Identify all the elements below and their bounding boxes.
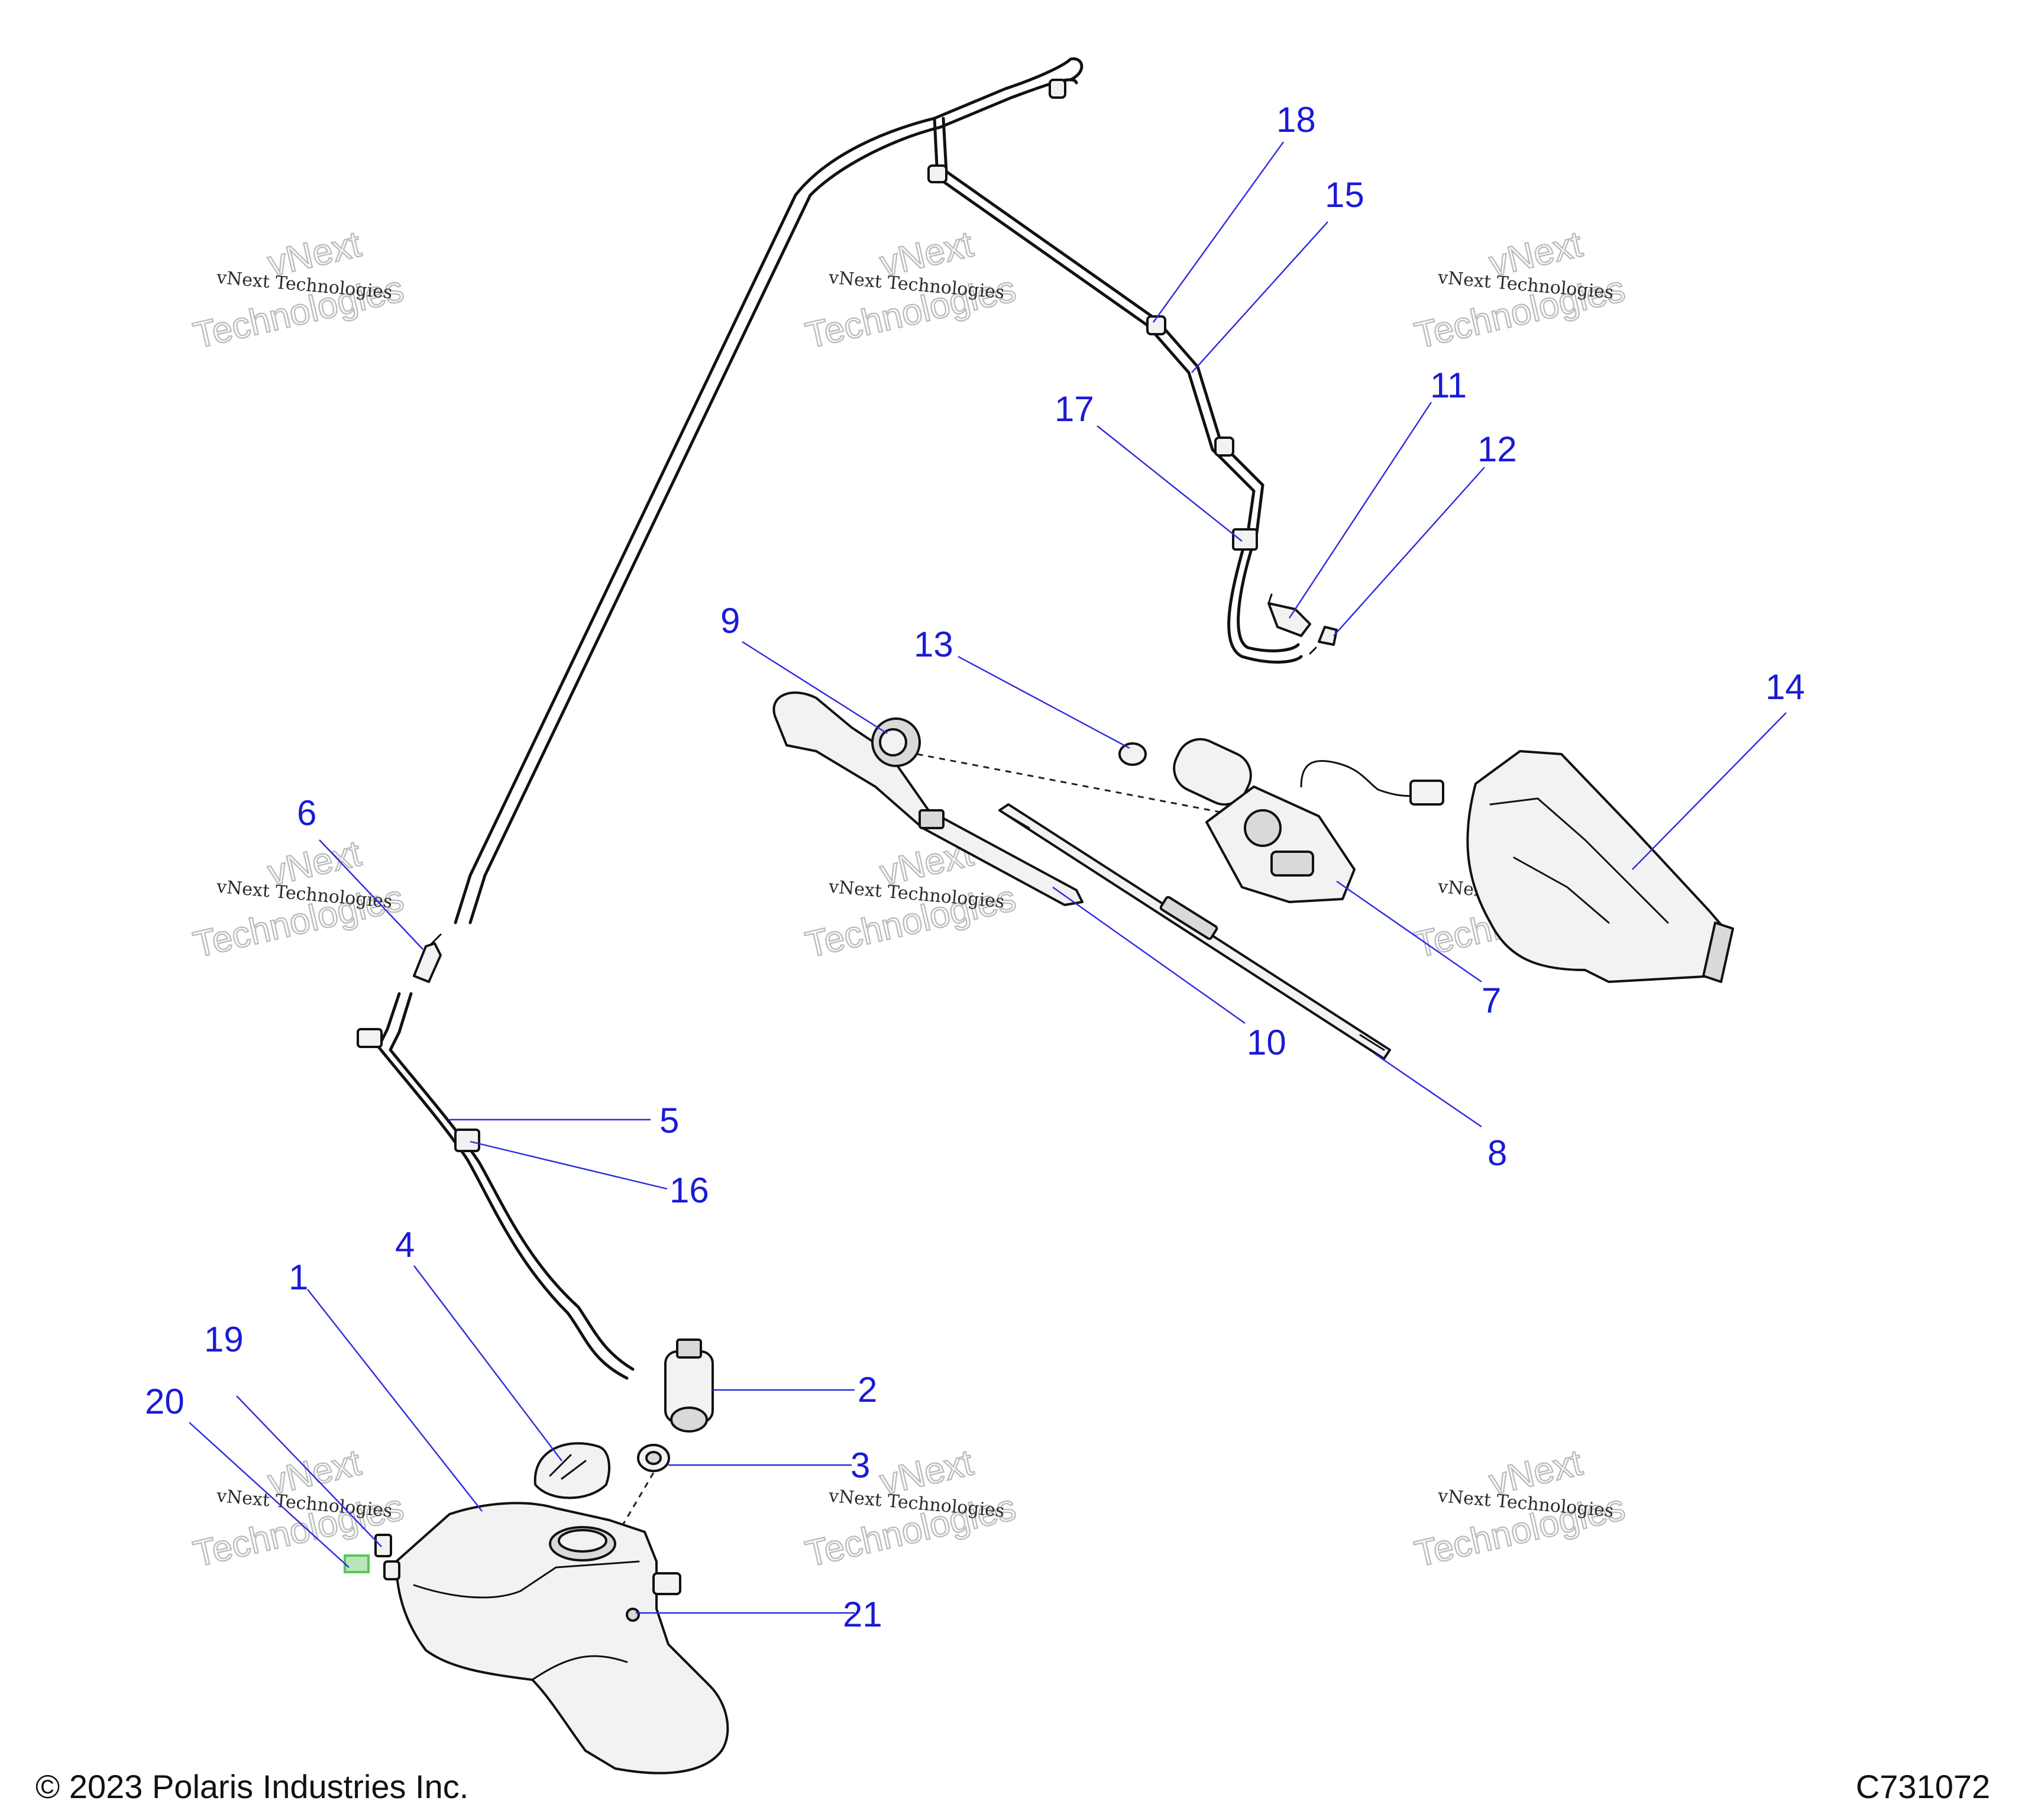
callout-17: 17 [1055, 389, 1094, 429]
tank-bracket-icon [652, 1572, 681, 1595]
watermark: vNext Technologies vNext Technologies [189, 223, 409, 357]
callout-19: 19 [204, 1320, 244, 1359]
label-20 [344, 1554, 370, 1573]
callout-18: 18 [1276, 100, 1316, 140]
callout-12: 12 [1477, 429, 1517, 469]
hose-clip-icon [1049, 79, 1066, 99]
roof-washer-hose [454, 57, 1303, 924]
drawing-id: C731072 [1856, 1768, 1990, 1805]
callout-10: 10 [1247, 1023, 1286, 1062]
callout-15: 15 [1325, 175, 1364, 215]
footer: © 2023 Polaris Industries Inc. C731072 [35, 1768, 1990, 1805]
hose-clip-icon [1214, 437, 1234, 457]
callout-1: 1 [289, 1257, 308, 1297]
copyright-notice: © 2023 Polaris Industries Inc. [35, 1768, 468, 1805]
wiper-blade-clip-icon [1159, 895, 1218, 940]
callout-13: 13 [914, 625, 953, 664]
wiper-arm [772, 691, 1084, 906]
callout-16: 16 [670, 1171, 709, 1210]
washer-pump [664, 1338, 714, 1433]
watermark: vNext Technologies vNext Technologies [1411, 1441, 1630, 1576]
assembly-line [614, 1472, 655, 1538]
connector-6 [413, 933, 442, 983]
callout-9: 9 [720, 601, 740, 641]
wiper-motor-cover [1466, 750, 1734, 983]
callout-2: 2 [858, 1370, 877, 1409]
watermark: vNext Technologies vNext Technologies [1411, 223, 1630, 357]
bracket-19 [374, 1534, 392, 1557]
hose-clip-icon [1146, 315, 1166, 335]
callout-21: 21 [843, 1595, 882, 1634]
nozzle-elbow [1309, 626, 1338, 655]
hose-fitting-icon [357, 1028, 383, 1048]
callout-11: 11 [1430, 366, 1467, 405]
reservoir-cap [533, 1442, 610, 1499]
hose-clip-icon [927, 164, 947, 183]
watermark: vNext Technologies vNext Technologies [801, 223, 1021, 357]
watermark-layer: vNext Technologies vNext Technologies vN… [189, 223, 1630, 1576]
pump-grommet [637, 1444, 670, 1472]
callout-14: 14 [1765, 667, 1805, 707]
motor-connector-icon [1409, 780, 1444, 806]
callouts: 1 2 3 4 5 6 7 8 9 10 11 12 13 14 15 16 1… [145, 100, 1805, 1634]
tank-tab-icon [383, 1560, 400, 1580]
callout-20: 20 [145, 1382, 185, 1421]
leader-lines [189, 141, 1787, 1614]
parts-layer [344, 57, 1734, 1774]
wiper-blade [998, 803, 1391, 1060]
callout-3: 3 [850, 1446, 870, 1485]
hose-clamp-icon [454, 1129, 480, 1152]
nut-13 [1118, 742, 1147, 766]
wiper-arm-clip-icon [918, 809, 945, 829]
washer-hose-5 [357, 992, 635, 1380]
hose-clamp-icon [1232, 528, 1258, 551]
callout-5: 5 [659, 1101, 679, 1140]
wiper-motor [1173, 738, 1444, 903]
drain-plug-21 [626, 1608, 640, 1622]
washer-nozzle [1267, 593, 1311, 637]
callout-6: 6 [297, 793, 316, 833]
watermark: vNext Technologies vNext Technologies [801, 1441, 1021, 1576]
callout-7: 7 [1482, 981, 1501, 1020]
callout-8: 8 [1487, 1133, 1507, 1173]
washer-reservoir [383, 1502, 729, 1774]
callout-4: 4 [395, 1225, 415, 1265]
